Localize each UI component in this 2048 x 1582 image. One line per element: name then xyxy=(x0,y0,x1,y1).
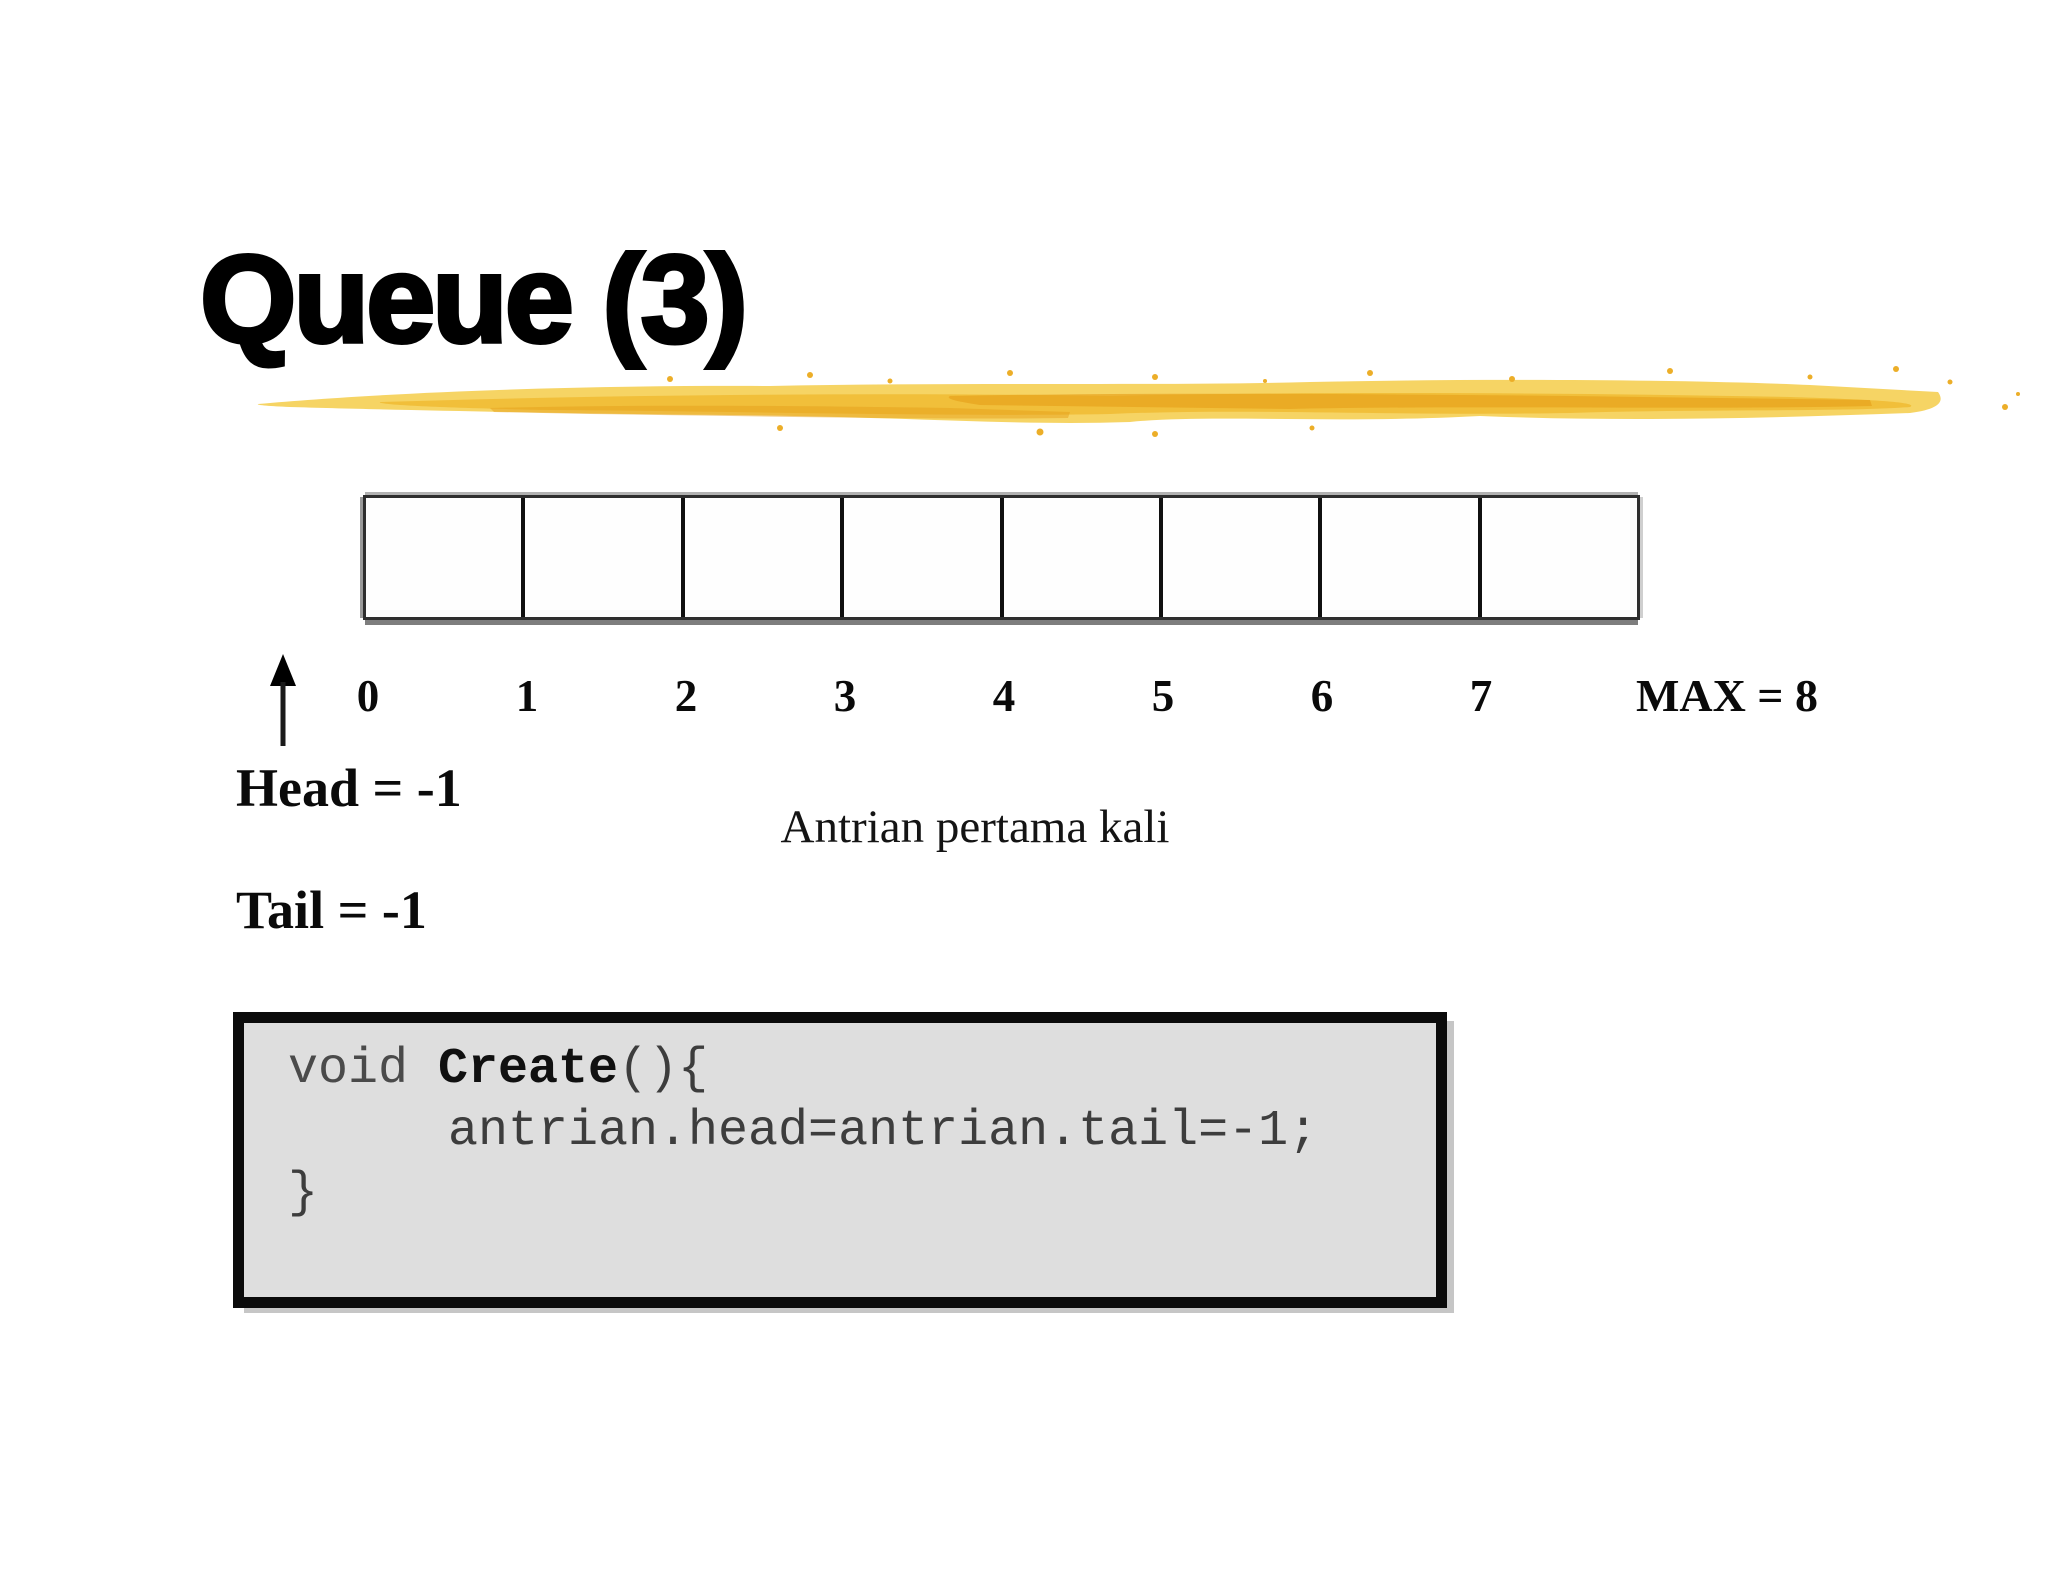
diagram-caption: Antrian pertama kali xyxy=(780,801,1170,853)
queue-cell xyxy=(840,498,1000,617)
queue-cell xyxy=(1477,498,1637,617)
code-line-1: void Create(){ xyxy=(288,1039,1318,1101)
max-capacity-label: MAX = 8 xyxy=(1635,670,1819,721)
code-line-2: antrian.head=antrian.tail=-1; xyxy=(448,1103,1319,1160)
code-keyword: void xyxy=(288,1041,439,1098)
head-tail-pointer-arrow xyxy=(270,654,296,746)
index-label-7: 7 xyxy=(1469,671,1493,721)
code-function-name: Create xyxy=(438,1041,619,1098)
queue-cell xyxy=(680,498,841,617)
index-label-0: 0 xyxy=(356,671,380,721)
head-pointer-label: Head = -1 xyxy=(236,758,462,818)
queue-cell xyxy=(521,498,681,617)
index-label-4: 4 xyxy=(992,671,1016,721)
page-title: Queue (3) xyxy=(198,231,750,369)
index-label-3: 3 xyxy=(833,671,857,721)
tail-pointer-label: Tail = -1 xyxy=(236,880,427,940)
index-label-5: 5 xyxy=(1151,671,1175,721)
code-snippet: void Create(){ antrian.head=antrian.tail… xyxy=(288,1039,1318,1225)
queue-cell xyxy=(366,498,522,617)
index-label-1: 1 xyxy=(515,671,539,721)
code-line-3: } xyxy=(288,1165,319,1222)
index-label-2: 2 xyxy=(674,671,698,721)
queue-cell xyxy=(999,498,1159,617)
queue-array xyxy=(363,495,1640,620)
code-signature: (){ xyxy=(618,1041,709,1098)
code-box: void Create(){ antrian.head=antrian.tail… xyxy=(233,1012,1447,1308)
index-label-6: 6 xyxy=(1310,671,1334,721)
queue-cell xyxy=(1158,498,1319,617)
queue-cell xyxy=(1318,498,1478,617)
brush-underline-decoration xyxy=(257,366,2020,437)
